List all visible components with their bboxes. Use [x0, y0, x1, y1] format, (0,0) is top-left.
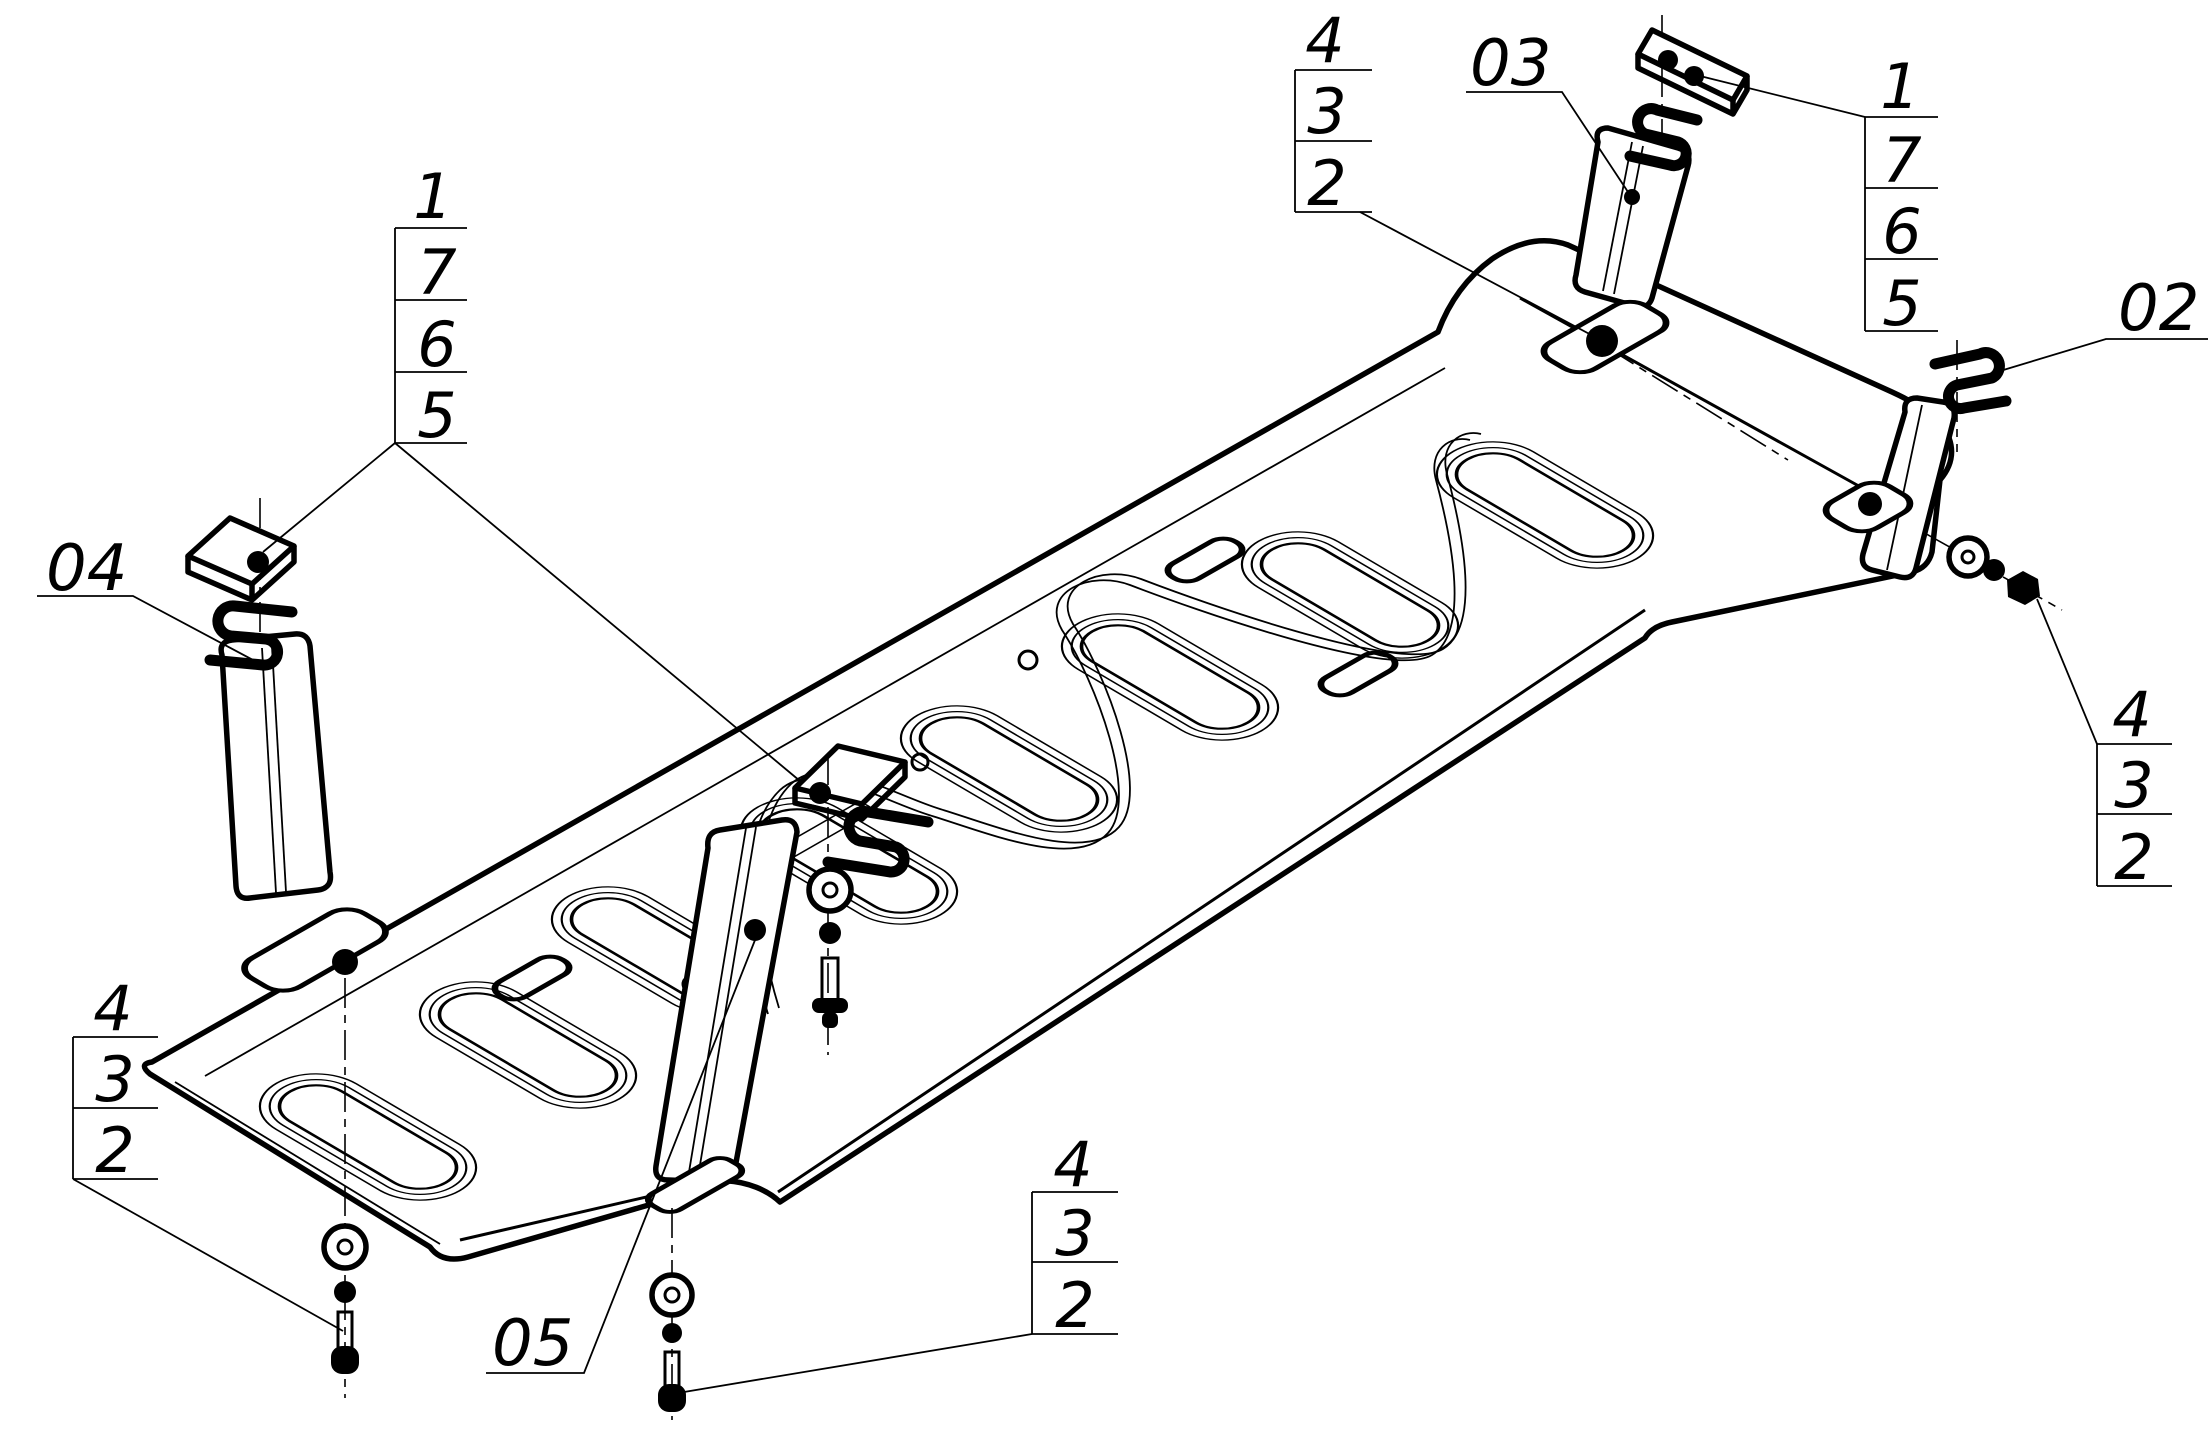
callout-number: 1 [1880, 50, 1919, 123]
part-label-02: 02 [1999, 272, 2208, 372]
part-label-04: 04 [37, 532, 269, 669]
bolt [658, 1350, 686, 1412]
mount-plate-top [1635, 27, 1750, 117]
bracket-02 [1822, 340, 2063, 611]
bracket-03-foot-hole [1586, 325, 1618, 357]
bracket-03-hook [1624, 103, 1703, 172]
plate-outline [141, 238, 1955, 1262]
washer [1946, 535, 1990, 579]
callout-number: 3 [1307, 75, 1346, 148]
bracket-02-hook [1929, 347, 2012, 414]
bracket-03 [1540, 15, 1789, 461]
plate-left-end-thickness [174, 1081, 441, 1245]
nut [2007, 571, 2040, 605]
callout-number: 4 [93, 972, 132, 1045]
plate-crease-bottom-right [777, 608, 1646, 1194]
callout-stack-right-mid: 4 3 2 [2036, 598, 2172, 894]
washer-spring [334, 1281, 356, 1303]
bracket-04 [185, 498, 389, 993]
skid-plate [141, 238, 1955, 1262]
mount-plate-left [185, 515, 297, 603]
callout-number: 5 [417, 379, 456, 452]
bracket-03-body [1572, 125, 1692, 310]
callout-number: 2 [95, 1114, 134, 1187]
fastener-stack-center-top [806, 755, 854, 1055]
callout-number: 7 [417, 236, 456, 309]
callout-number: 1 [413, 160, 452, 233]
fastener-column-left [321, 978, 369, 1398]
mount-plate-center [792, 743, 908, 822]
bracket-05-foot [644, 1156, 746, 1214]
callout-number: 4 [1305, 4, 1344, 77]
part-label-05: 05 [486, 934, 758, 1381]
part-number: 04 [46, 532, 127, 606]
callout-stack-right: 1 7 6 5 [1699, 50, 1938, 340]
bracket-03-hole [1624, 189, 1640, 205]
bracket-04-foot-hole [332, 949, 358, 975]
callout-number: 3 [95, 1043, 134, 1116]
part-number: 05 [492, 1307, 573, 1381]
part-number: 03 [1470, 27, 1551, 101]
callout-number: 7 [1882, 124, 1921, 197]
plate-hole [1017, 649, 1039, 671]
plate-crease-bottom-left [459, 1190, 669, 1242]
callout-number: 5 [1882, 267, 1921, 340]
callout-stack-bottom-left: 4 3 2 [72, 972, 344, 1332]
callout-stack-top: 4 3 2 [1294, 4, 1598, 339]
bracket-02-foot-hole [1858, 492, 1882, 516]
callout-stack-bottom-center: 4 3 2 [683, 1128, 1118, 1393]
callouts: 1 7 6 5 1 7 6 5 4 3 2 4 [37, 4, 2208, 1393]
washer-spring [1983, 559, 2005, 581]
bracket-04-body [218, 631, 334, 901]
callout-number: 3 [2114, 749, 2153, 822]
bracket-04-hook [204, 600, 298, 671]
washer [321, 1223, 369, 1271]
callout-stack-left: 1 7 6 5 [262, 160, 801, 782]
plate-thickness-line [204, 367, 1446, 1077]
fastener-column-center [649, 1208, 695, 1420]
part-number: 02 [2118, 272, 2199, 346]
callout-number: 3 [1055, 1197, 1094, 1270]
bracket-05-hook [822, 805, 934, 878]
bracket-05-hole [744, 919, 766, 941]
callout-number: 2 [1055, 1269, 1094, 1342]
callout-number: 6 [1882, 195, 1921, 268]
callout-number: 2 [1307, 147, 1346, 220]
callout-number: 2 [2114, 821, 2153, 894]
washer [649, 1272, 695, 1318]
plate-hole [910, 752, 930, 772]
washer-spring [662, 1323, 682, 1343]
part-label-03: 03 [1466, 27, 1631, 196]
callout-number: 6 [417, 308, 456, 381]
callout-number: 4 [2112, 678, 2151, 751]
plate-small-slots [491, 536, 1399, 1002]
fastener-stack-right [1946, 535, 2040, 605]
bracket-02-body [1859, 395, 1958, 581]
bolt [331, 1310, 359, 1374]
callout-number: 4 [1053, 1128, 1092, 1201]
